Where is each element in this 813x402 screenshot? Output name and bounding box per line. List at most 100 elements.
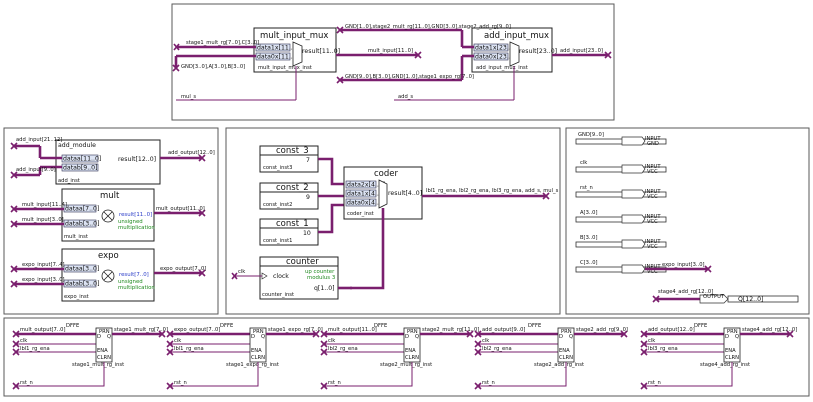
pin-c[interactable]: C[3..0] INPUT VCC: [575, 260, 667, 275]
pin-rst-n[interactable]: rst_n INPUT VCC: [575, 185, 667, 200]
const-3-title: const_3: [276, 146, 309, 156]
add-mux-title: add_input_mux: [484, 31, 549, 41]
mult-mux-port-data1x: data1x[11..0]: [257, 45, 299, 52]
mult-port-dataa: dataa[7..0]: [65, 206, 99, 213]
dffe-in-label: add_output[12..0]: [648, 327, 695, 333]
dffe-in-label: add_output[9..0]: [482, 327, 525, 333]
expo-out-label: expo_output[7..0]: [160, 266, 206, 272]
dffe-in-label: mult_output[7..0]: [20, 327, 65, 333]
dffe-clk-label: clk: [20, 338, 27, 344]
dffe-ena: ENA: [725, 348, 736, 354]
pin-c-val: VCC: [647, 269, 658, 275]
pin-rst-val: VCC: [647, 194, 658, 200]
pin-gnd[interactable]: GND[9..0] INPUT GND: [575, 132, 667, 147]
add-mux-in1-label: GND[1..0],stage2_mult_rg[11..0],GND[3..0…: [345, 24, 511, 30]
mult-in-a-label: mult_input[11..4]: [22, 202, 67, 208]
mult-port-datab: datab[3..0]: [65, 221, 100, 228]
dffe-type: DFFE: [374, 323, 387, 329]
dffe-inst: stage2_add_rg_inst: [534, 362, 584, 368]
const-2-inst: const_inst2: [263, 202, 292, 208]
dffe-in-label: mult_output[11..0]: [328, 327, 377, 333]
counter-note-up: up counter: [305, 269, 335, 275]
add-mux-inst: add_input_mux_inst: [476, 65, 528, 71]
dffe-q: Q: [569, 334, 573, 340]
dffe-out-label: stage1_expo_rg[7..0]: [268, 327, 323, 333]
pin-b[interactable]: B[3..0] INPUT VCC: [575, 235, 667, 250]
dffe-inst: stage4_add_rg_inst: [700, 362, 750, 368]
pin-b-dir: INPUT: [645, 239, 661, 245]
mult-input-mux-block[interactable]: mult_input_mux data1x[11..0] data0x[11..…: [253, 27, 340, 73]
dffe-rst-label: rst_n: [482, 380, 495, 386]
dffe-in-label: expo_output[7..0]: [174, 327, 220, 333]
add-module-block[interactable]: add_module dataa[11..0] datab[9..0] resu…: [55, 139, 161, 185]
output-pin-q[interactable]: stage4_add_rg[12..0] OUTPUT Q[12..0]: [652, 289, 799, 304]
add-port-dataa: dataa[11..0]: [63, 156, 101, 163]
const-1-inst: const_inst1: [263, 238, 292, 244]
add-in-b-label: add_input[9..0]: [16, 167, 56, 173]
const-3-value: 7: [306, 157, 310, 164]
const-2-value: 9: [306, 194, 310, 201]
coder-port-data0x: data0x[4..0]: [347, 200, 385, 207]
const-2-title: const_2: [276, 183, 309, 193]
mult-mux-inst: mult_input_mux_inst: [258, 65, 312, 71]
dffe-rst-label: rst_n: [648, 380, 661, 386]
add-mux-port-data0x: data0x[23..0]: [475, 54, 517, 61]
dffe-register[interactable]: mult_output[11..0]clklbl2_rg_enaDFFEPRND…: [320, 323, 479, 390]
dffe-rst-label: rst_n: [328, 380, 341, 386]
pin-c-wire-label: expo_input[3..0]: [662, 262, 705, 268]
dffe-type: DFFE: [528, 323, 541, 329]
pin-gnd-dir: INPUT: [645, 136, 661, 142]
pin-b-val: VCC: [647, 244, 658, 250]
dffe-clrn: CLRN: [559, 355, 573, 361]
expo-port-dataa: dataa[3..0]: [65, 266, 99, 273]
coder-title: coder: [374, 169, 398, 179]
dffe-d: D: [97, 334, 101, 340]
mult-in-b-label: mult_input[3..0]: [22, 217, 64, 223]
pin-clk-label: clk: [580, 160, 587, 166]
add-input-mux-block[interactable]: add_input_mux data1x[23..0] data0x[23..0…: [471, 27, 557, 73]
output-pin-in-label: stage4_add_rg[12..0]: [658, 289, 713, 295]
add-mux-port-result: result[23..0]: [519, 48, 557, 55]
expo-block[interactable]: expo dataa[3..0] datab[3..0] result[7..0…: [61, 248, 155, 302]
expo-title: expo: [98, 251, 119, 261]
mult-block[interactable]: mult dataa[7..0] datab[3..0] result[11..…: [61, 188, 155, 242]
pin-a-label: A[3..0]: [580, 210, 598, 216]
mult-note-mult: multiplication: [118, 225, 155, 231]
dffe-ena: ENA: [251, 348, 262, 354]
coder-block[interactable]: coder data2x[4..0] data1x[4..0] data0x[4…: [343, 166, 423, 220]
dffe-clk-label: clk: [174, 338, 181, 344]
dffe-inst: stage2_mult_rg_inst: [380, 362, 432, 368]
dffe-q: Q: [415, 334, 419, 340]
add-mux-sel-label: add_s: [398, 94, 413, 100]
dffe-type: DFFE: [694, 323, 707, 329]
pin-a-val: VCC: [647, 219, 658, 225]
const-3-block[interactable]: const_3 7 const_inst3: [259, 145, 319, 173]
expo-note-unsigned: unsigned: [118, 279, 143, 285]
dffe-ena: ENA: [405, 348, 416, 354]
dffe-prn: PRN: [727, 329, 738, 335]
coder-port-result: result[4..0]: [388, 190, 422, 197]
dffe-rst-label: rst_n: [174, 380, 187, 386]
counter-note-mod: modulus 3: [307, 275, 335, 281]
dffe-clrn: CLRN: [405, 355, 419, 361]
add-module-title: add_module: [58, 142, 96, 149]
pin-clk[interactable]: clk INPUT VCC: [575, 160, 667, 175]
pin-a[interactable]: A[3..0] INPUT VCC: [575, 210, 667, 225]
counter-title: counter: [286, 257, 319, 267]
dffe-q: Q: [261, 334, 265, 340]
counter-block[interactable]: counter clock up counter modulus 3 q[1..…: [259, 256, 339, 300]
mult-mux-in0-label: GND[3..0],A[3..0],B[3..0]: [181, 64, 245, 70]
dffe-clk-label: clk: [648, 338, 655, 344]
pin-c-dir: INPUT: [645, 264, 661, 270]
add-mux-out-label: add_input[23..0]: [560, 48, 603, 54]
const-2-block[interactable]: const_2 9 const_inst2: [259, 182, 319, 210]
expo-port-result: result[7..0]: [119, 272, 149, 278]
const-1-block[interactable]: const_1 10 const_inst1: [259, 218, 319, 246]
const-1-title: const_1: [276, 219, 309, 229]
pin-rst-dir: INPUT: [645, 189, 661, 195]
